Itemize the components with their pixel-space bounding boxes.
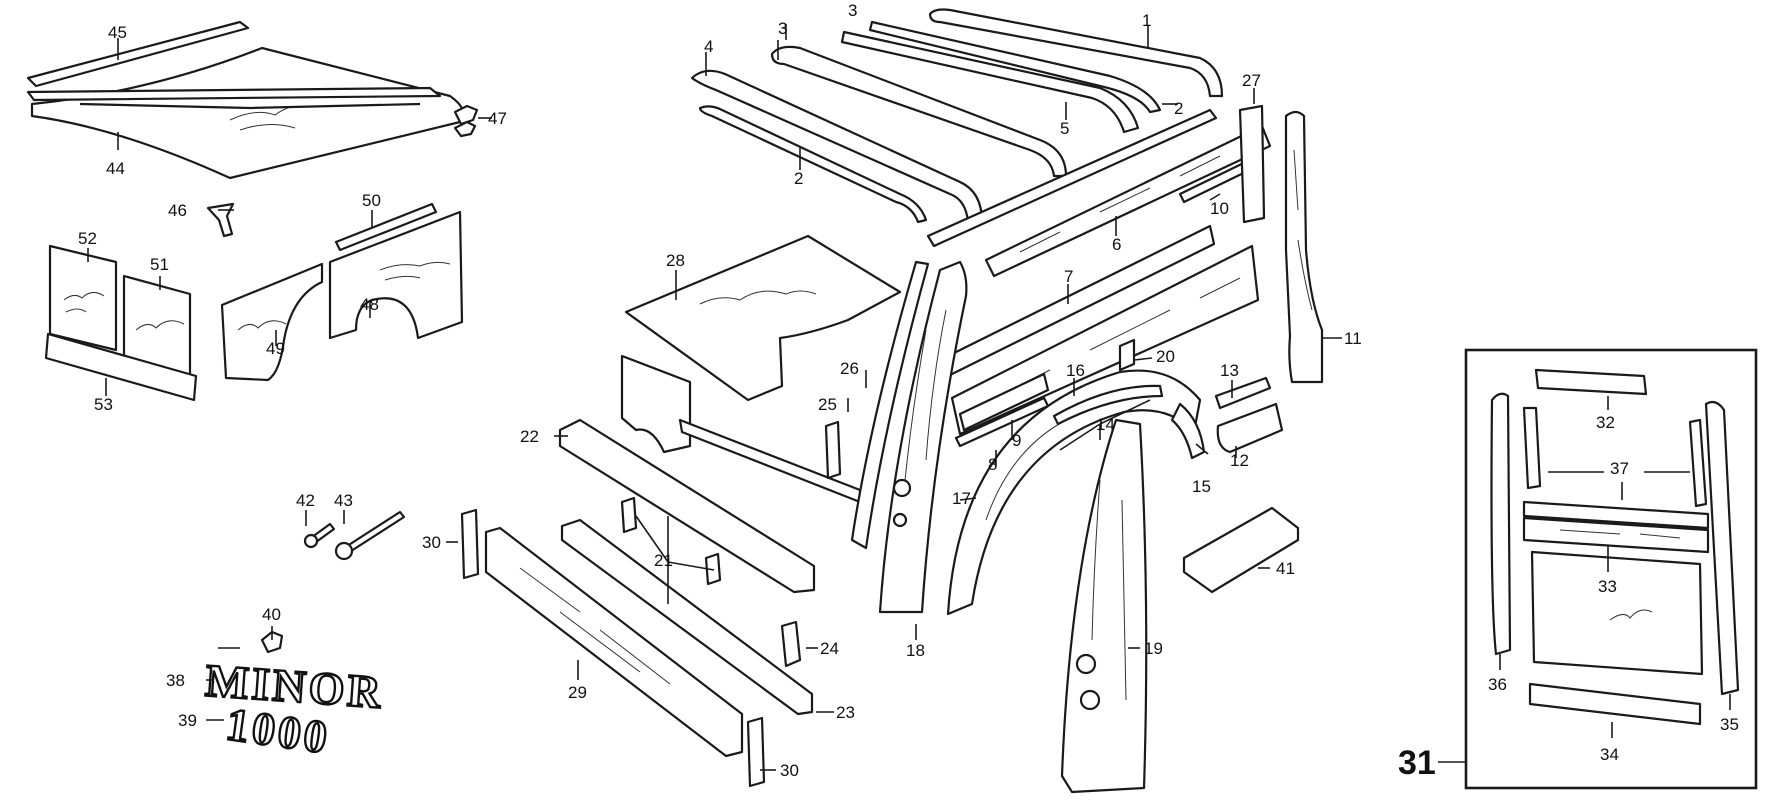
corner-posts — [850, 260, 968, 614]
part-29 — [484, 526, 744, 758]
roof-rails — [690, 8, 1224, 224]
label-30-top: 30 — [422, 533, 441, 552]
minor-1000-badge: MINOR 1000 — [203, 653, 387, 764]
rear-panels — [44, 202, 464, 402]
label-42: 42 — [296, 491, 315, 510]
label-27: 27 — [1242, 71, 1261, 90]
label-3-upper: 3 — [848, 1, 857, 20]
label-43: 43 — [334, 491, 353, 510]
label-45: 45 — [108, 23, 127, 42]
part-labels: 1 2 2 3 3 4 5 6 7 8 9 10 11 12 13 14 15 … — [78, 1, 1739, 782]
label-7: 7 — [1064, 267, 1073, 286]
label-12: 12 — [1230, 451, 1249, 470]
label-3-lower: 3 — [778, 19, 787, 38]
part-30-top — [460, 508, 480, 580]
label-26: 26 — [840, 359, 859, 378]
label-1: 1 — [1142, 11, 1151, 30]
label-9: 9 — [1012, 431, 1021, 450]
part-41 — [1182, 506, 1300, 594]
label-41: 41 — [1276, 559, 1295, 578]
label-17: 17 — [952, 489, 971, 508]
label-2-lower: 2 — [794, 169, 803, 188]
label-30-bottom: 30 — [780, 761, 799, 780]
inset-frame — [1464, 348, 1758, 790]
label-34: 34 — [1600, 745, 1619, 764]
label-19: 19 — [1144, 639, 1163, 658]
label-32: 32 — [1596, 413, 1615, 432]
label-14: 14 — [1096, 415, 1115, 434]
label-31-inset: 31 — [1398, 744, 1436, 782]
part-13 — [1214, 376, 1272, 410]
label-33: 33 — [1598, 577, 1617, 596]
part-30-bottom — [746, 716, 766, 788]
label-47: 47 — [488, 109, 507, 128]
label-49: 49 — [266, 339, 285, 358]
label-44: 44 — [106, 159, 125, 178]
floor-panel — [624, 234, 902, 402]
label-35: 35 — [1720, 715, 1739, 734]
clip-40 — [260, 630, 284, 654]
label-20: 20 — [1156, 347, 1175, 366]
label-25: 25 — [818, 395, 837, 414]
label-39: 39 — [178, 711, 197, 730]
label-53: 53 — [94, 395, 113, 414]
label-5: 5 — [1060, 119, 1069, 138]
label-38: 38 — [166, 671, 185, 690]
label-37: 37 — [1610, 459, 1629, 478]
label-21: 21 — [654, 551, 673, 570]
inset-panel — [1438, 348, 1758, 790]
label-16: 16 — [1066, 361, 1085, 380]
label-13: 13 — [1220, 361, 1239, 380]
label-18: 18 — [906, 641, 925, 660]
roof-assembly — [26, 20, 479, 238]
label-22: 22 — [520, 427, 539, 446]
screws — [303, 510, 406, 561]
label-50: 50 — [362, 191, 381, 210]
part-12 — [1216, 402, 1284, 454]
label-15: 15 — [1192, 477, 1211, 496]
part-22 — [558, 418, 816, 594]
body-side — [926, 104, 1324, 448]
label-8: 8 — [988, 455, 997, 474]
label-46: 46 — [168, 201, 187, 220]
label-24: 24 — [820, 639, 839, 658]
label-40: 40 — [262, 605, 281, 624]
label-4: 4 — [704, 37, 713, 56]
label-6: 6 — [1112, 235, 1121, 254]
leader-lines — [87, 24, 1342, 771]
label-2-upper: 2 — [1174, 99, 1183, 118]
label-28: 28 — [666, 251, 685, 270]
label-36: 36 — [1488, 675, 1507, 694]
label-51: 51 — [150, 255, 169, 274]
label-48: 48 — [360, 295, 379, 314]
label-10: 10 — [1210, 199, 1229, 218]
part-19 — [1060, 418, 1148, 794]
label-23: 23 — [836, 703, 855, 722]
label-11: 11 — [1344, 329, 1362, 348]
label-29: 29 — [568, 683, 587, 702]
part-25 — [824, 420, 842, 480]
part-23 — [560, 518, 814, 716]
label-52: 52 — [78, 229, 97, 248]
part-24 — [780, 620, 802, 668]
